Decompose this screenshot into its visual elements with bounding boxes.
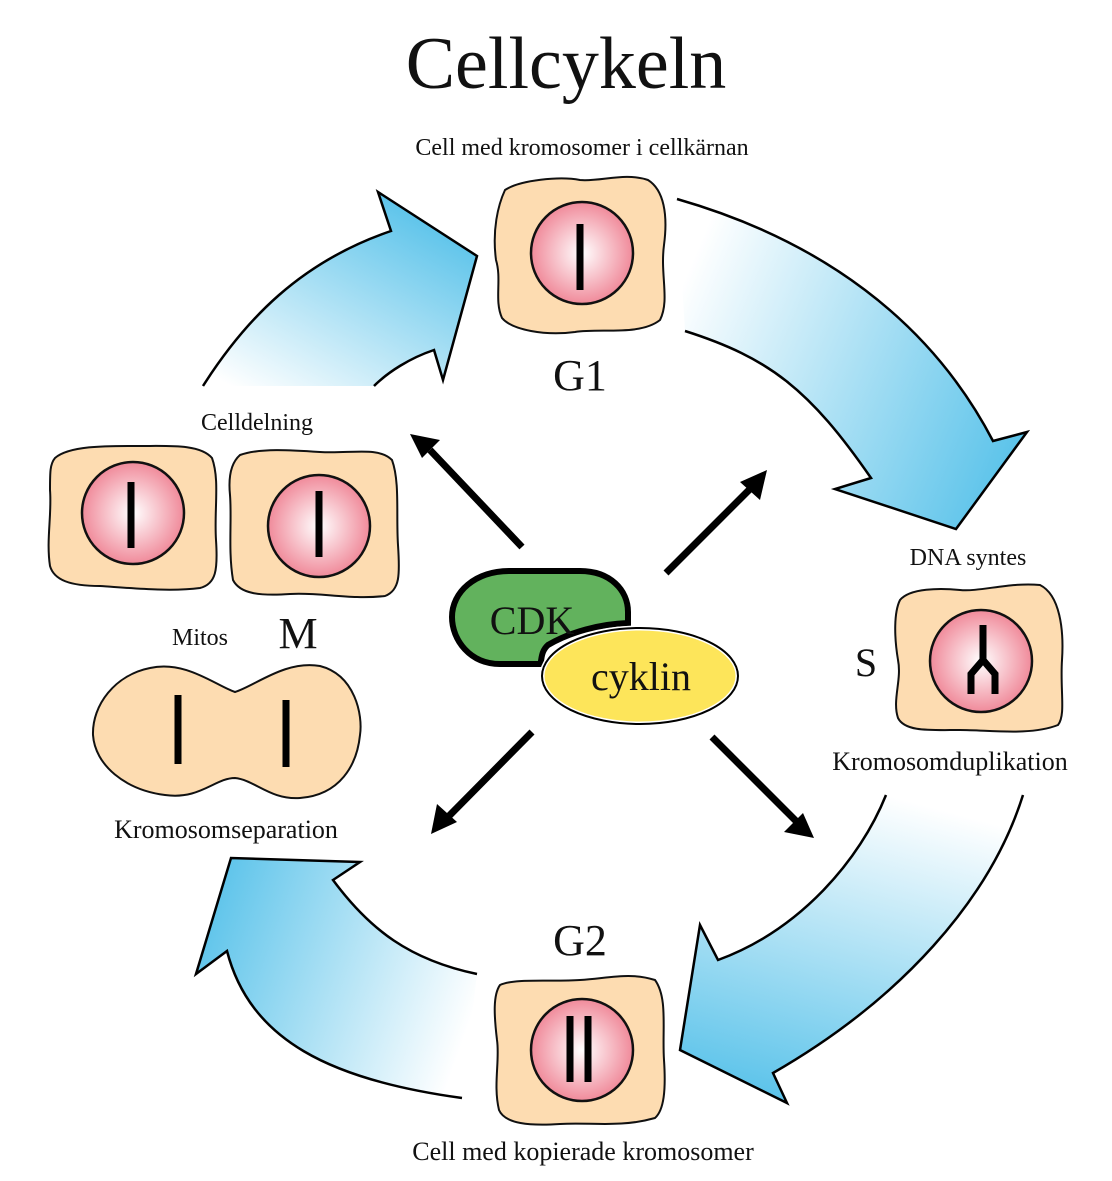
- cycle-arrow-s-to-g2: [678, 794, 1025, 1106]
- cycle-arrow-m-to-g1: [201, 189, 479, 387]
- regulation-arrow-to-g2: [709, 734, 814, 838]
- diagram-title: Cellcykeln: [406, 23, 727, 105]
- regulation-arrow-to-g1: [663, 470, 767, 576]
- s-caption-bottom: Kromosomduplikation: [832, 747, 1067, 776]
- regulation-arrow-to-mitosis: [431, 729, 535, 834]
- cdk-label: CDK: [490, 598, 575, 643]
- s-caption-top: DNA syntes: [910, 545, 1027, 571]
- daughter-cell-right: [228, 449, 400, 599]
- m-caption-top: Celldelning: [201, 410, 313, 436]
- cycle-arrow-g1-to-s: [676, 197, 1031, 531]
- cdk-shape: [448, 568, 631, 667]
- s-label: S: [855, 640, 877, 685]
- daughter-cell-left: [47, 444, 218, 591]
- m-sublabel: Mitos: [172, 625, 228, 651]
- g1-cell: [493, 175, 667, 335]
- cdk-cyclin-complex: CDK cyklin: [448, 568, 741, 727]
- g2-label: G2: [553, 916, 607, 965]
- dividing-cell: [91, 664, 362, 800]
- m-caption-bottom: Kromosomseparation: [114, 815, 338, 844]
- cycle-arrow-g2-to-m: [193, 856, 478, 1100]
- regulation-arrow-to-m: [410, 434, 525, 550]
- g2-caption: Cell med kopierade kromosomer: [412, 1137, 754, 1166]
- m-label: M: [278, 609, 317, 658]
- s-cell: [894, 583, 1064, 733]
- g1-caption: Cell med kromosomer i cellkärnan: [415, 135, 748, 161]
- cyclin-label: cyklin: [591, 654, 691, 699]
- g2-cell: [493, 975, 666, 1126]
- g1-label: G1: [553, 351, 607, 400]
